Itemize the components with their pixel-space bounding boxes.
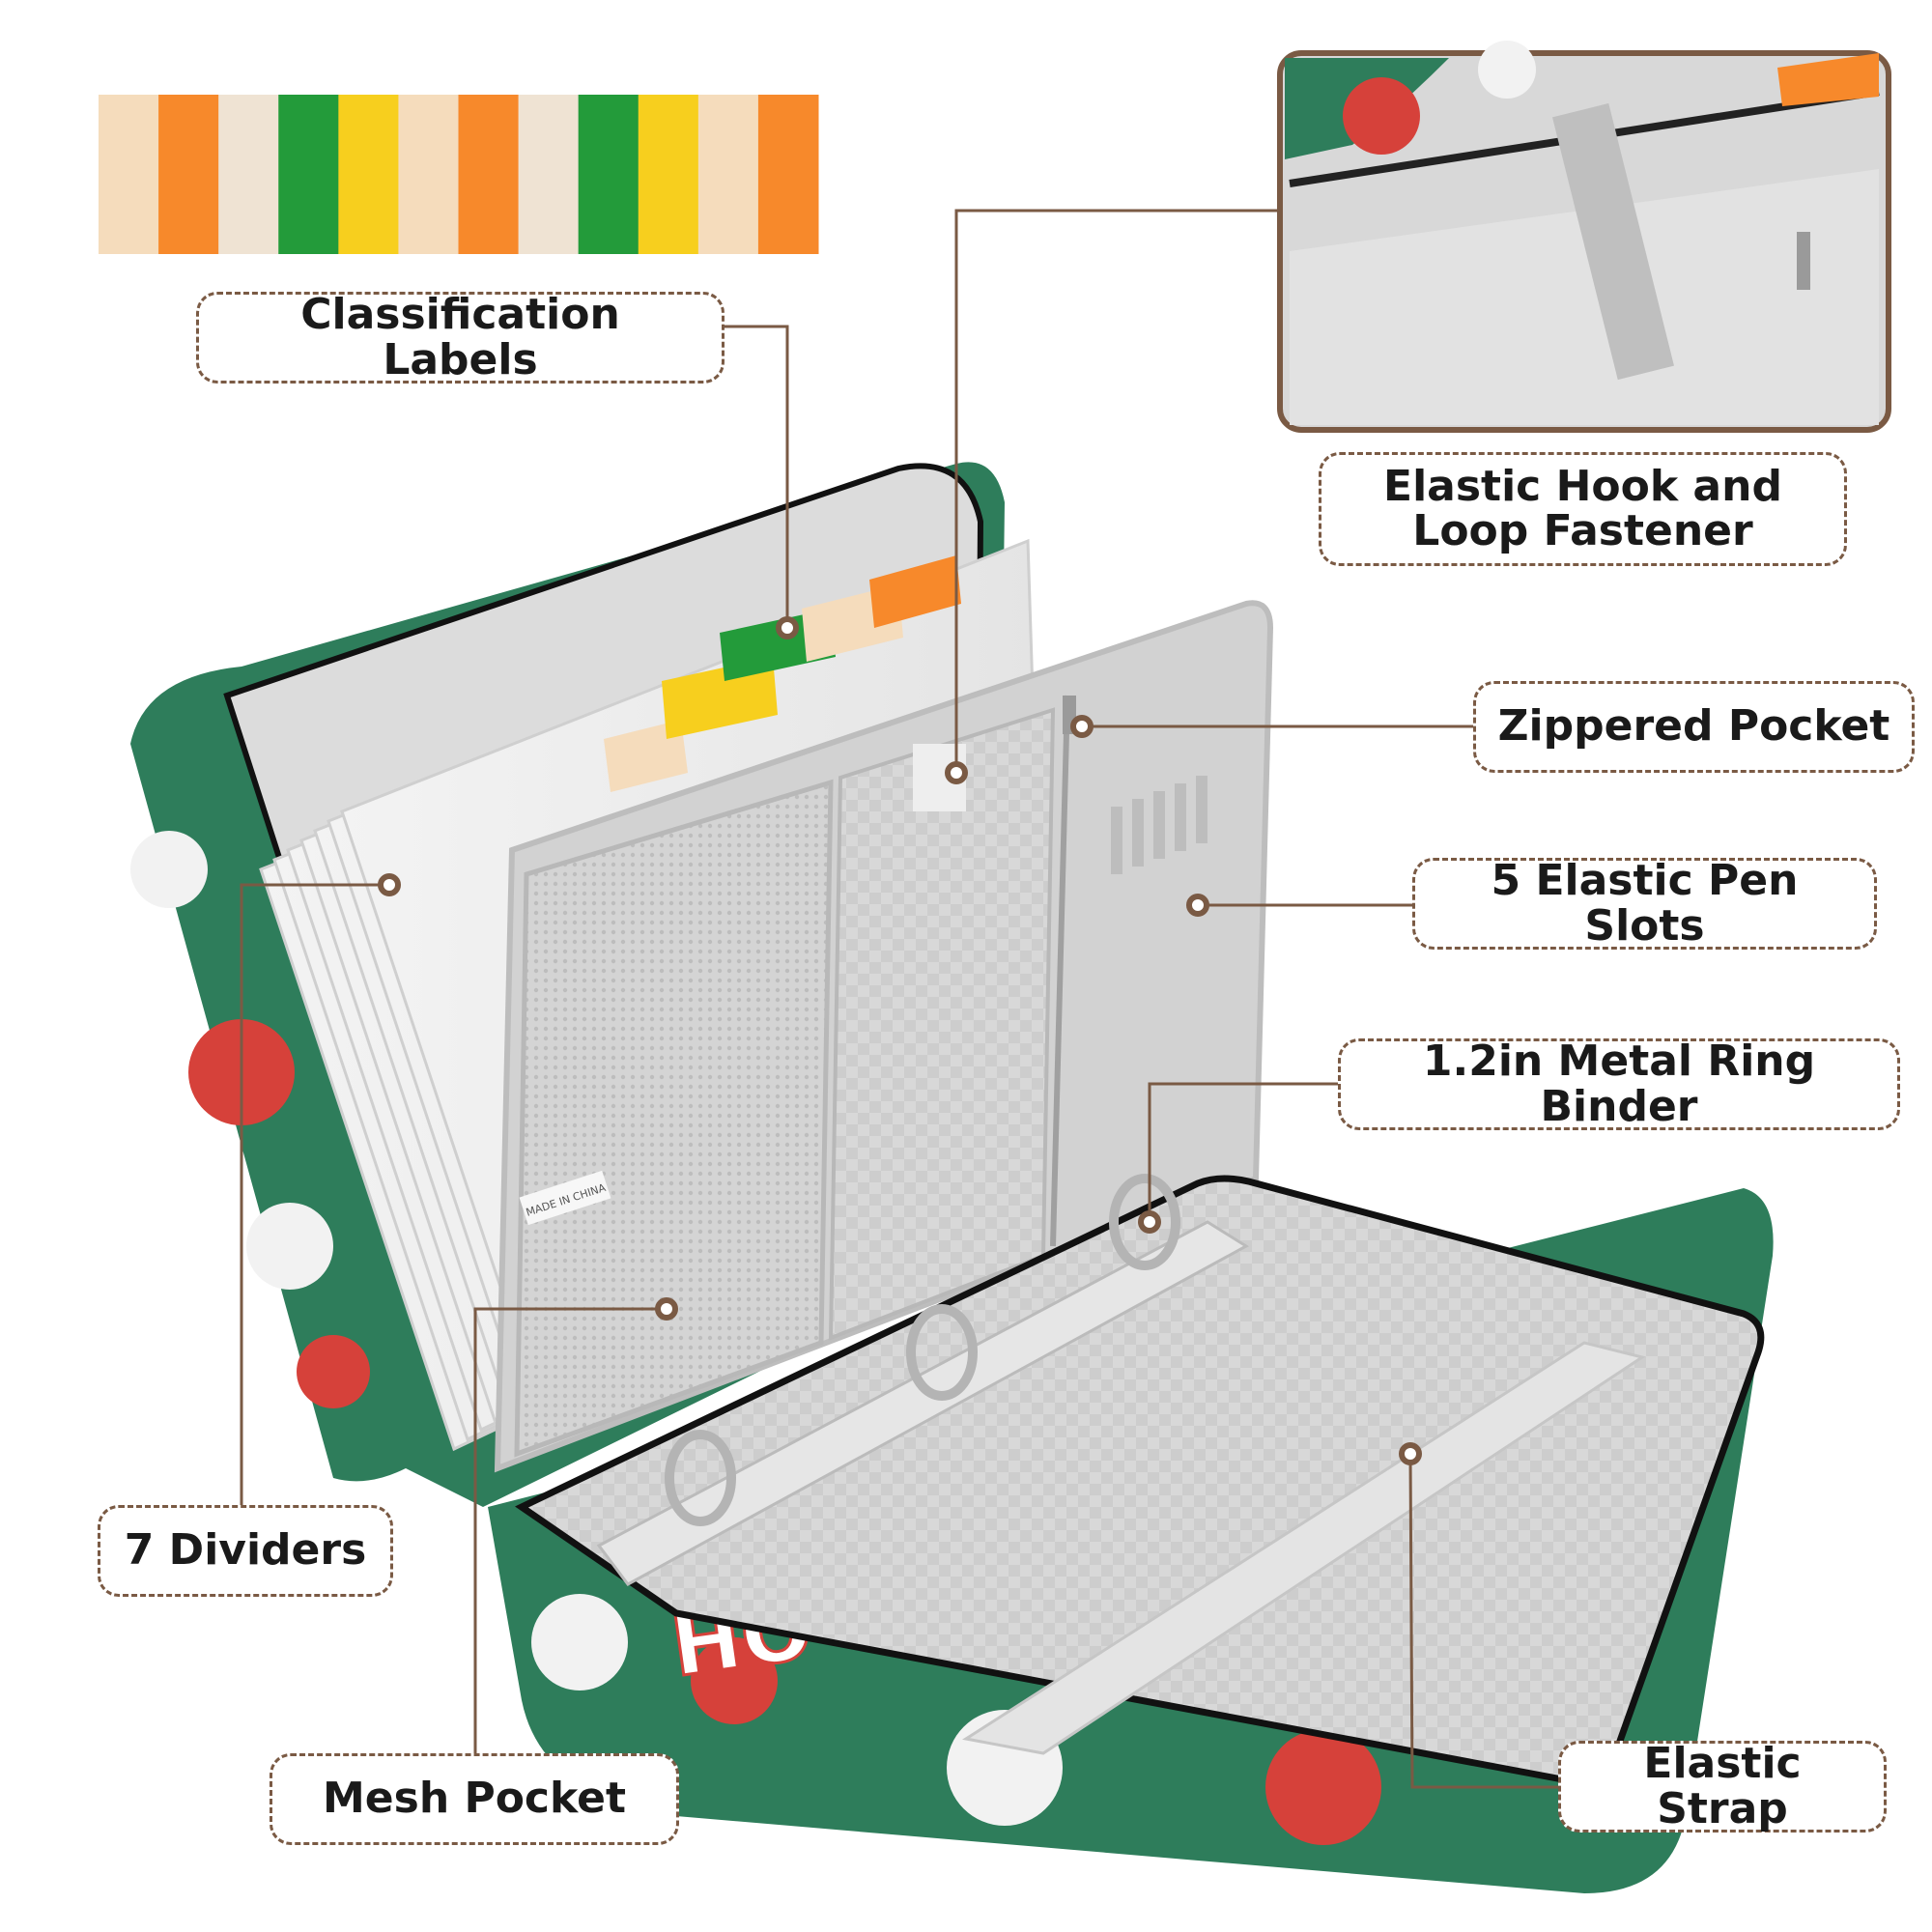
- binder-ring-icon: [906, 1304, 978, 1401]
- pen-slot: [1132, 799, 1144, 867]
- callout-text: 7 Dividers: [124, 1525, 367, 1576]
- pen-slot: [1153, 791, 1165, 859]
- santa-decoration: [531, 1594, 628, 1690]
- pen-slot: [1175, 783, 1186, 851]
- pen-slots: [1111, 776, 1208, 874]
- ring-binder: [665, 1174, 1180, 1526]
- santa-decoration: [1343, 77, 1420, 155]
- callout-text: Mesh Pocket: [323, 1774, 626, 1824]
- label-stripe: [757, 95, 819, 254]
- santa-decoration: [130, 831, 208, 908]
- hook-loop-strap: [1552, 102, 1674, 381]
- label-stripe: [697, 95, 759, 254]
- callout-ring-binder: 1.2in Metal Ring Binder: [1338, 1038, 1900, 1130]
- label-stripe: [638, 95, 699, 254]
- callout-text: Classification Labels: [300, 290, 620, 384]
- inset-pocket: [1290, 169, 1879, 425]
- callout-pen-slots: 5 Elastic Pen Slots: [1412, 858, 1877, 950]
- inset-photo: [1277, 41, 1891, 433]
- callout-text: 5 Elastic Pen Slots: [1491, 856, 1799, 951]
- label-stripe: [99, 95, 159, 254]
- callout-elastic-strap: Elastic Strap: [1558, 1741, 1887, 1833]
- label-stripe: [158, 95, 219, 254]
- document-case: MADE IN CHINA HO HO: [130, 462, 1774, 1893]
- label-stripe: [458, 95, 520, 254]
- leader-dot: [1070, 715, 1094, 738]
- mesh-pocket: [514, 779, 834, 1458]
- leader-dot: [1399, 1442, 1422, 1465]
- label-stripe: [398, 95, 459, 254]
- leader-ring-binder: [1148, 1082, 1338, 1222]
- callout-classification-labels: Classification Labels: [196, 292, 724, 384]
- leader-dot: [655, 1297, 678, 1321]
- leader-mesh: [473, 1307, 667, 1753]
- pen-slot: [1111, 807, 1122, 874]
- santa-decoration: [1478, 41, 1536, 99]
- label-stripe: [578, 95, 639, 254]
- santa-decoration: [691, 1637, 778, 1724]
- callout-zippered-pocket: Zippered Pocket: [1473, 681, 1915, 773]
- divider-tab: [662, 657, 778, 739]
- label-color-strip: [99, 95, 819, 254]
- leader-dots: [378, 616, 1422, 1465]
- leader-dot: [945, 761, 968, 784]
- callout-text-line2: Loop Fastener: [1412, 506, 1753, 555]
- binder-ring-icon: [1109, 1174, 1180, 1270]
- callout-text-line1: Elastic Hook and: [1383, 461, 1782, 511]
- leader-hook-loop: [954, 209, 1277, 773]
- leader-dividers: [240, 883, 389, 1505]
- callout-text: Elastic Strap: [1643, 1739, 1802, 1833]
- santa-decoration: [297, 1335, 370, 1408]
- santa-decoration: [1265, 1729, 1381, 1845]
- label-stripe: [338, 95, 399, 254]
- divider-tab: [1777, 53, 1879, 106]
- callout-text: 1.2in Metal Ring Binder: [1422, 1037, 1816, 1131]
- leader-dot: [776, 616, 799, 639]
- pen-slot: [1196, 776, 1208, 843]
- binder-spine: [596, 1220, 1249, 1586]
- leader-dot: [1186, 894, 1209, 917]
- binder-ring-icon: [665, 1430, 736, 1526]
- callout-dividers: 7 Dividers: [98, 1505, 393, 1597]
- leader-elastic-strap: [1408, 1453, 1558, 1789]
- callout-elastic-hook-loop: Elastic Hook and Loop Fastener: [1319, 452, 1847, 566]
- santa-decoration: [246, 1203, 333, 1290]
- zipper-pull-icon: [1797, 232, 1810, 290]
- label-stripe: [518, 95, 580, 254]
- zipper-line: [1050, 695, 1070, 1247]
- label-stripe: [218, 95, 279, 254]
- bottom-lining: [515, 1175, 1765, 1791]
- label-stripe: [278, 95, 339, 254]
- leader-lines: [240, 209, 1558, 1789]
- divider-tab: [869, 555, 961, 628]
- elastic-strap: [962, 1341, 1646, 1755]
- leader-classification: [724, 325, 789, 628]
- leader-dot: [1138, 1210, 1161, 1234]
- leader-dot: [378, 873, 401, 896]
- callout-text: Zippered Pocket: [1497, 701, 1890, 752]
- callout-mesh-pocket: Mesh Pocket: [270, 1753, 679, 1845]
